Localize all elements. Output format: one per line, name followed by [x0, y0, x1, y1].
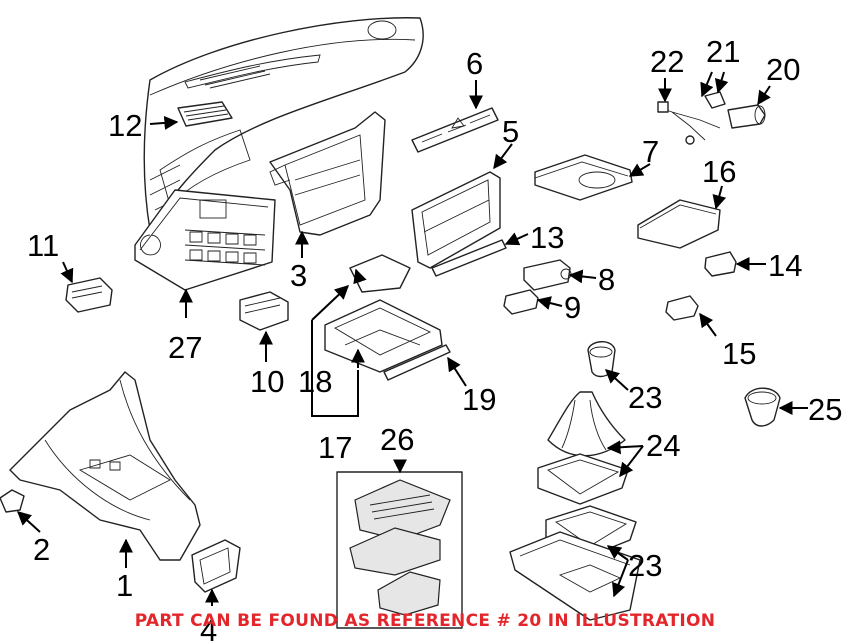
callout-9: 9 [564, 290, 581, 325]
part-8-switch [523, 259, 572, 291]
part-5-frame [411, 171, 501, 269]
callout-19: 19 [462, 382, 496, 417]
dashboard-outline [143, 17, 424, 231]
callout-labels: 1 2 3 4 5 6 7 8 9 10 11 12 13 14 15 16 1… [27, 34, 842, 641]
callout-4: 4 [200, 613, 217, 641]
callout-27: 27 [168, 330, 202, 365]
part-3-bracket [269, 111, 386, 236]
callout-15: 15 [722, 336, 756, 371]
part-7-cupholder [534, 154, 633, 201]
callout-23b: 23 [628, 548, 662, 583]
part-4-bracket [191, 539, 241, 593]
part-13-strip [431, 239, 507, 277]
part-12-vent [177, 101, 233, 127]
part-26-selector-box [336, 471, 463, 629]
part-2-clip [0, 489, 25, 513]
callout-10: 10 [250, 364, 284, 399]
part-15-switch [665, 295, 699, 321]
callout-11: 11 [27, 228, 59, 263]
part-23-shift-knob [587, 341, 616, 378]
part-20-socket [727, 104, 766, 129]
callout-20: 20 [766, 52, 800, 87]
part-21-bulb [704, 91, 726, 109]
callout-21: 21 [706, 34, 740, 69]
callout-2: 2 [33, 532, 50, 567]
callout-16: 16 [702, 154, 736, 189]
callout-5: 5 [502, 114, 519, 149]
part-16-ashtray [637, 199, 721, 249]
callout-17: 17 [318, 430, 352, 465]
part-9-switch [503, 289, 539, 315]
callout-12: 12 [108, 108, 142, 143]
callout-25: 25 [808, 392, 842, 427]
leader-lines [16, 71, 808, 606]
part-18-tray-lid [349, 254, 411, 293]
callout-26: 26 [380, 422, 414, 457]
part-25-shift-knob [744, 387, 781, 427]
part-11-switch [65, 277, 113, 313]
part-19-strip [383, 344, 451, 381]
footer-note: PART CAN BE FOUND AS REFERENCE # 20 IN I… [134, 611, 716, 631]
part-14-switch [704, 251, 737, 277]
part-23-bezel [509, 505, 641, 621]
part-22-harness [657, 101, 721, 145]
part-27-climate-control [134, 189, 276, 291]
callout-13: 13 [530, 220, 564, 255]
part-1-center-console [9, 371, 201, 561]
part-6-panel [411, 107, 499, 153]
part-10-switch [239, 291, 289, 331]
callout-1: 1 [116, 568, 133, 603]
callout-24: 24 [646, 428, 680, 463]
callout-3: 3 [290, 258, 307, 293]
callout-7: 7 [642, 134, 659, 169]
callout-14: 14 [768, 248, 802, 283]
callout-6: 6 [466, 46, 483, 81]
callout-22: 22 [650, 44, 684, 79]
part-24-shift-boot [537, 391, 629, 505]
callout-23a: 23 [628, 380, 662, 415]
callout-18: 18 [298, 364, 332, 399]
callout-8: 8 [598, 262, 615, 297]
